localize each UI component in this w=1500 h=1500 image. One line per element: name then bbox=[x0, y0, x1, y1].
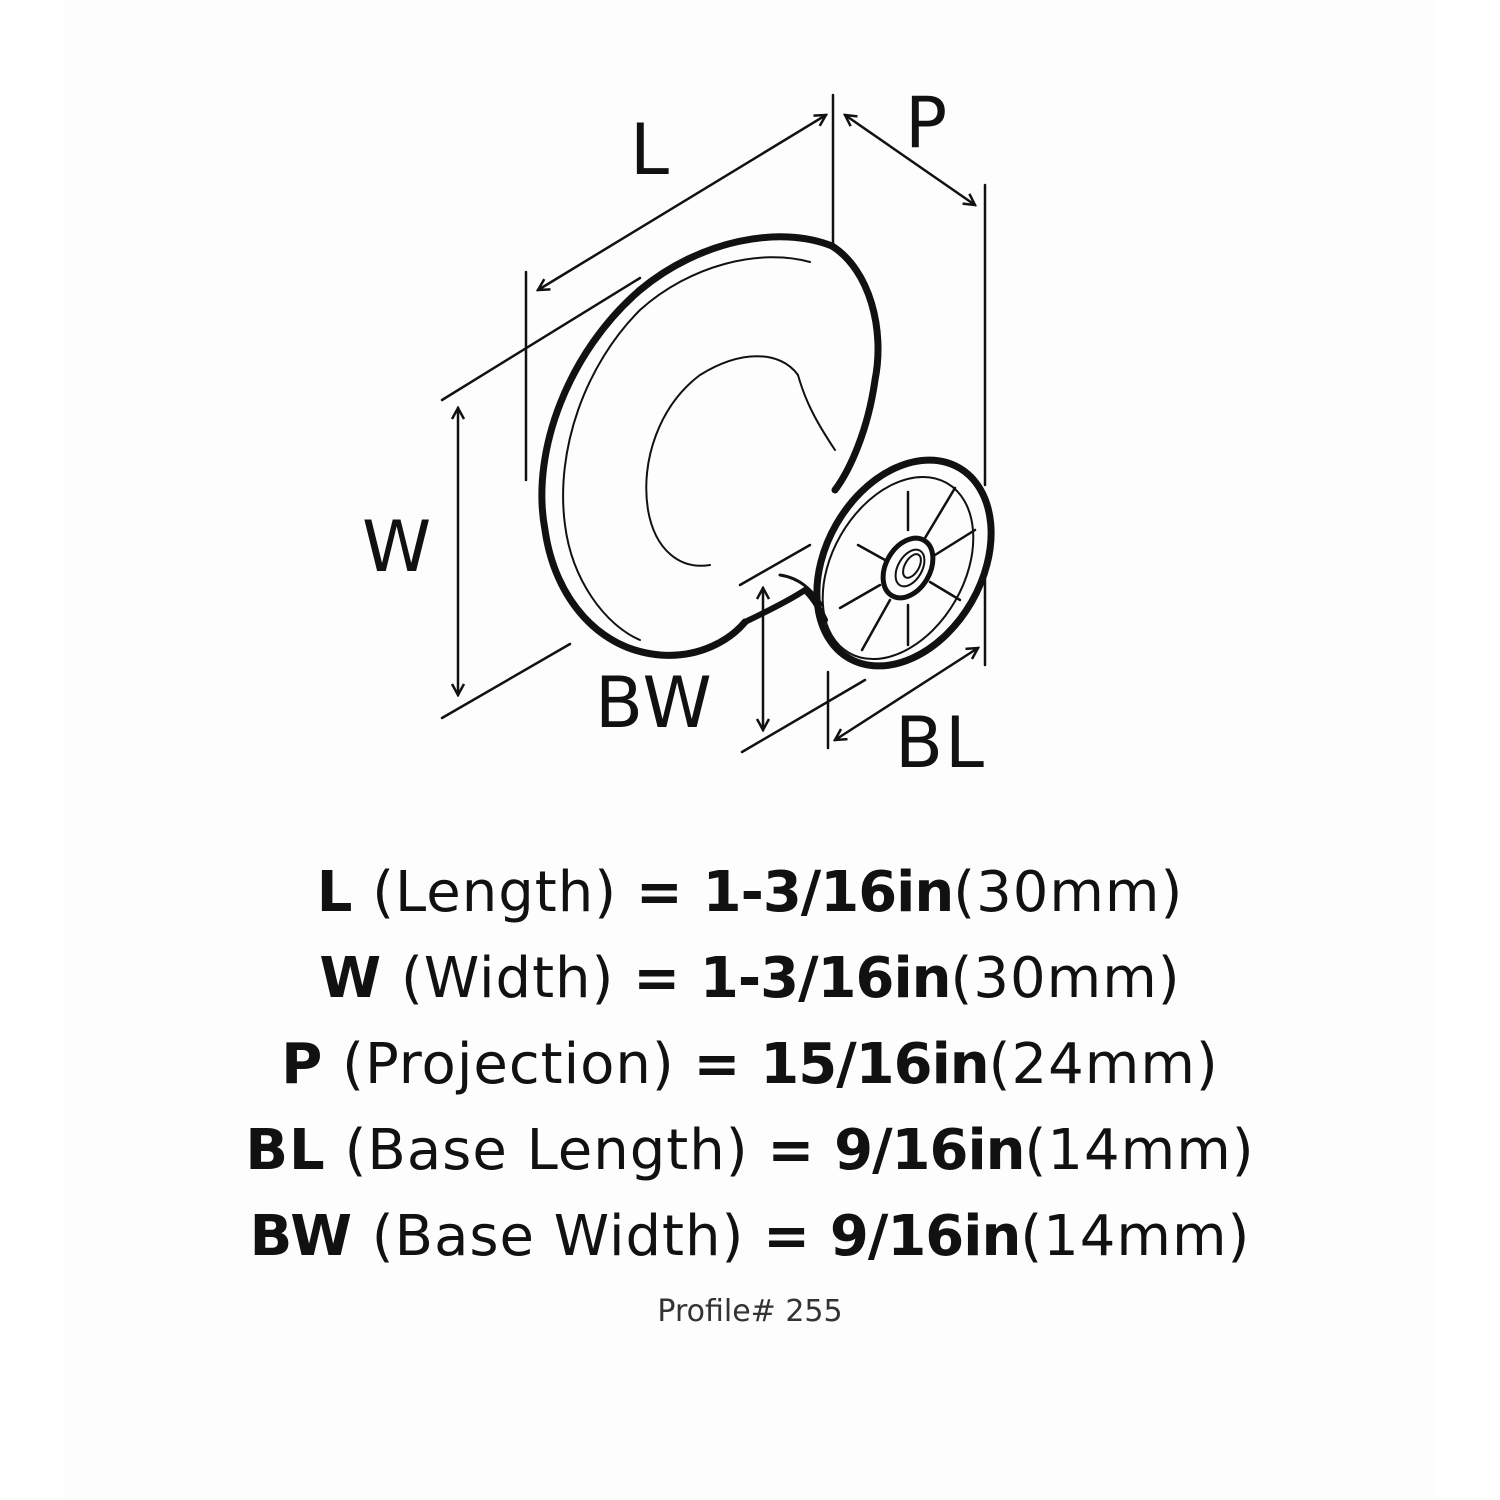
label-base-width: BW bbox=[595, 662, 714, 744]
label-width: W bbox=[362, 506, 434, 588]
knob-drawing-icon bbox=[440, 93, 995, 754]
spec-base-width: BW (Base Width) = 9/16in(14mm) bbox=[249, 1204, 1251, 1269]
spec-width: W (Width) = 1-3/16in(30mm) bbox=[319, 946, 1181, 1011]
spec-base-length: BL (Base Length) = 9/16in(14mm) bbox=[245, 1118, 1255, 1183]
spec-length: L (Length) = 1-3/16in(30mm) bbox=[316, 860, 1184, 925]
knob-dimension-diagram: L P W BW BL bbox=[362, 82, 995, 784]
profile-number: Profile# 255 bbox=[657, 1294, 843, 1329]
label-base-length: BL bbox=[895, 702, 987, 784]
spec-projection: P (Projection) = 15/16in(24mm) bbox=[281, 1032, 1219, 1097]
label-projection: P bbox=[905, 82, 950, 164]
label-length: L bbox=[630, 109, 671, 191]
dimension-specs: L (Length) = 1-3/16in(30mm) W (Width) = … bbox=[0, 850, 1500, 1329]
